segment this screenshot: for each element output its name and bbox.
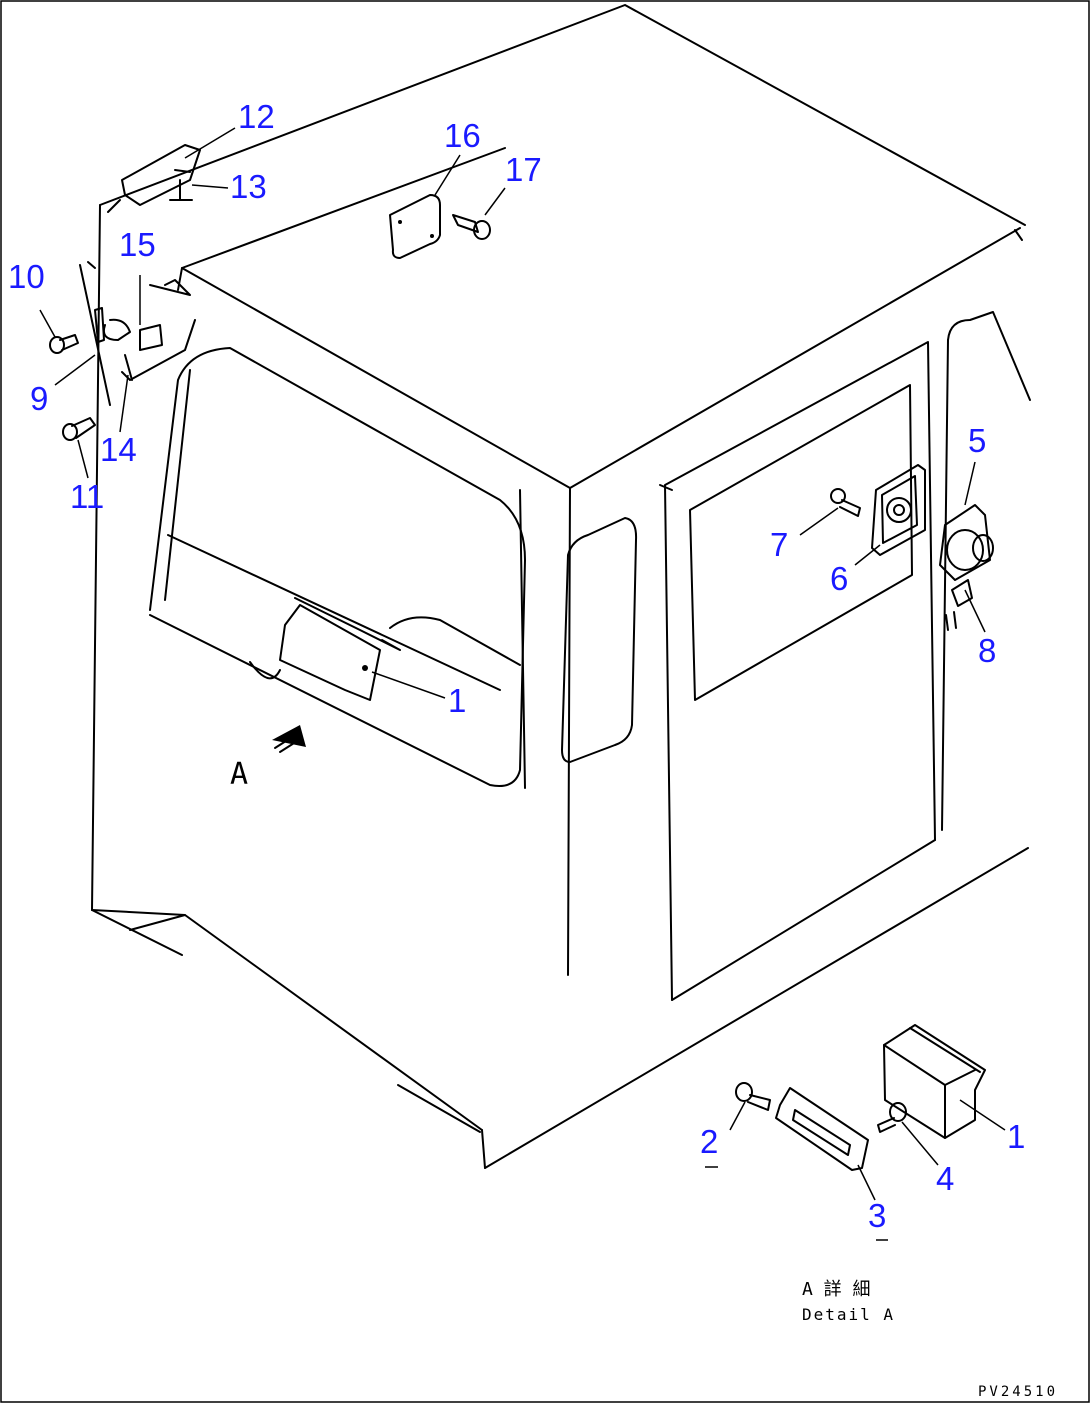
callout-11: 11: [70, 478, 104, 515]
detail-4-screw: [877, 1102, 907, 1133]
callout-3: 3: [868, 1197, 886, 1234]
callout-4: 4: [936, 1160, 954, 1197]
leader-lines: [39, 127, 1006, 1201]
detail-3-bracket: [775, 1087, 869, 1171]
part-5-speaker: [939, 504, 994, 581]
detail-1-lamp-box: [883, 1024, 986, 1139]
callout-5: 5: [968, 422, 986, 459]
part-16-plate: [389, 194, 441, 259]
view-arrow-a: [272, 725, 306, 753]
part-7-bolt: [830, 488, 861, 517]
detail-label-en: Detail A: [802, 1305, 895, 1324]
callout-1-cab: 1: [448, 682, 466, 719]
callout-14: 14: [100, 431, 137, 468]
view-arrow-label: A: [230, 757, 248, 792]
part-17-bolt: [452, 214, 491, 240]
callout-8: 8: [978, 632, 996, 669]
cab-body: [91, 4, 1031, 1169]
callout-10: 10: [8, 258, 45, 295]
detail-label-ja: A 詳 細: [802, 1279, 871, 1300]
callout-2: 2: [700, 1123, 718, 1160]
part-6-speaker-grille: [871, 464, 926, 556]
callout-labels: 12 13 15 10 9 14 11 16 17 5 7 6 8 1 1 2 …: [8, 98, 1025, 1234]
part-1-room-lamp: [279, 597, 401, 701]
callout-12: 12: [238, 98, 275, 135]
callout-9: 9: [30, 380, 48, 417]
part-11-bolt: [62, 417, 96, 441]
drawing-code: PV24510: [978, 1384, 1058, 1400]
callout-7: 7: [770, 526, 788, 563]
callout-6: 6: [830, 560, 848, 597]
part-wiper-arm: [79, 261, 133, 406]
callout-16: 16: [444, 117, 481, 154]
callout-1-detail: 1: [1007, 1118, 1025, 1155]
callout-17: 17: [505, 151, 542, 188]
part-8-clip: [945, 579, 973, 631]
callout-15: 15: [119, 226, 156, 263]
callout-13: 13: [230, 168, 267, 205]
part-10-bolt: [49, 334, 79, 354]
detail-2-screw: [735, 1082, 771, 1111]
